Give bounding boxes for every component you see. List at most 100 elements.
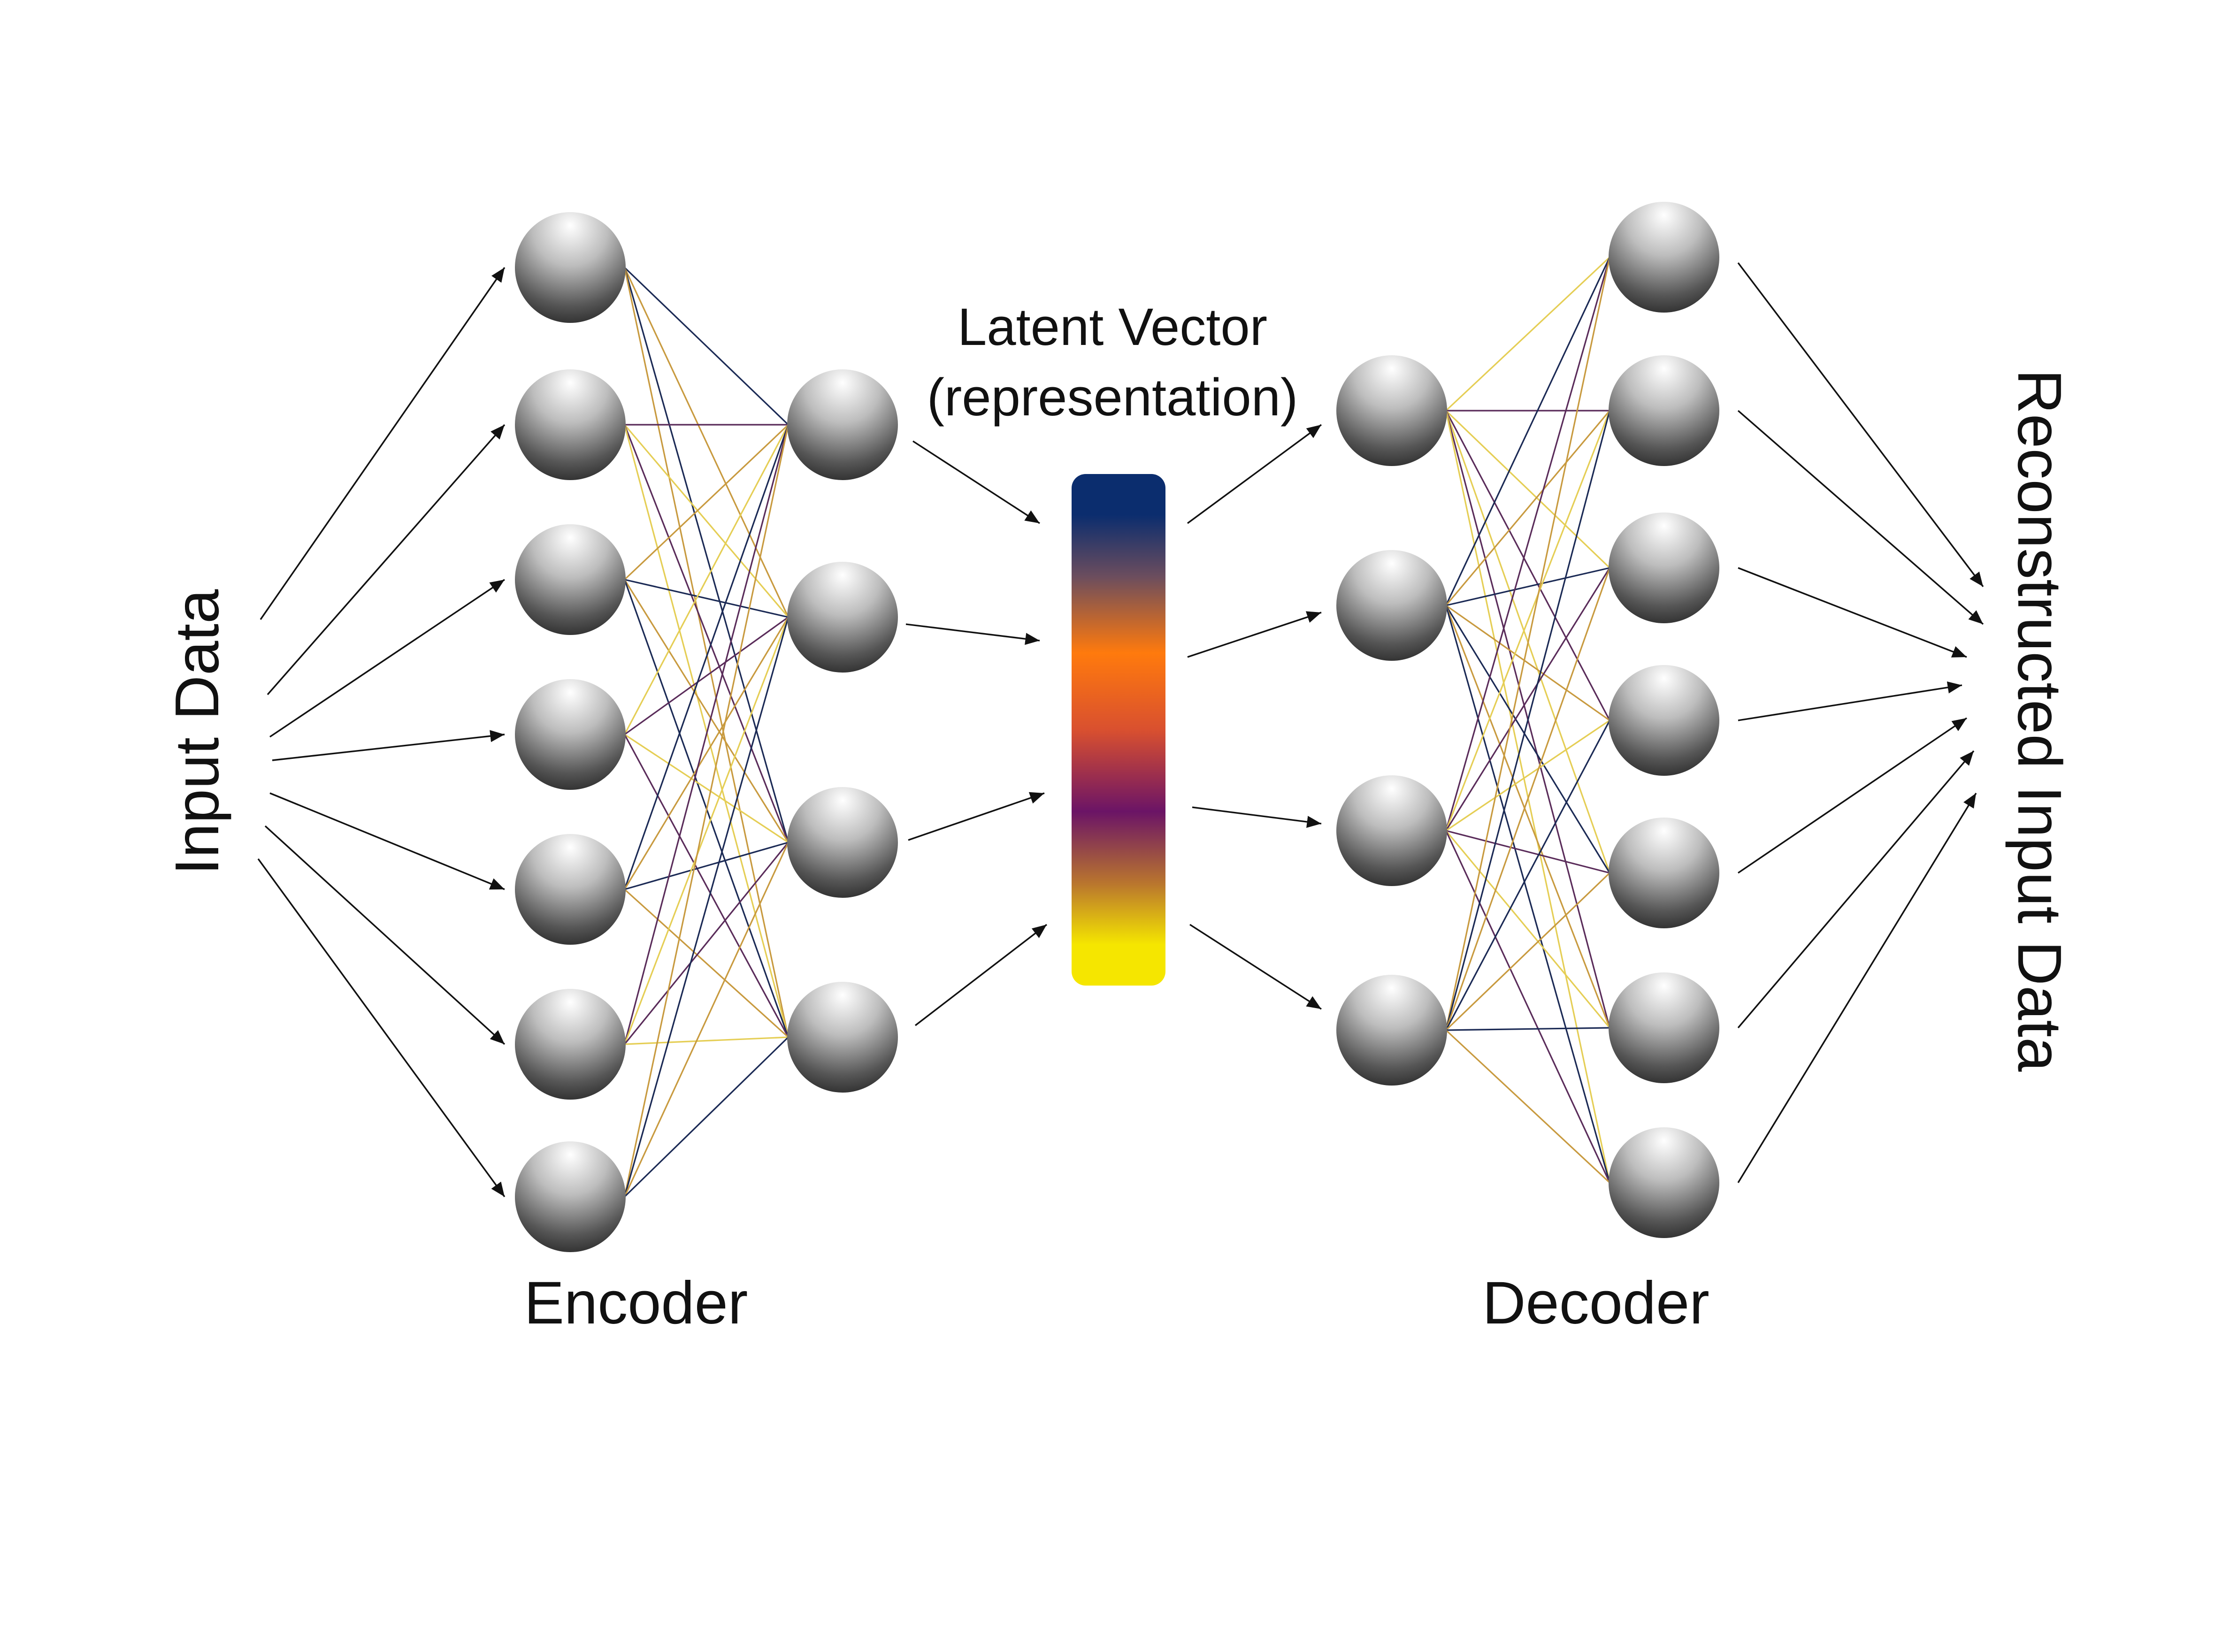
layer-connections bbox=[624, 256, 1610, 1198]
input-data-label: Input Data bbox=[162, 589, 231, 875]
connection-edge bbox=[1445, 720, 1610, 1031]
connection-edge bbox=[1445, 605, 1610, 1183]
output-arrow bbox=[1738, 717, 1967, 874]
connection-edge bbox=[624, 888, 789, 1038]
connection-edge bbox=[1445, 567, 1610, 1031]
connection-edge bbox=[624, 424, 789, 843]
input-arrow bbox=[260, 267, 506, 620]
connection-edge bbox=[624, 841, 789, 1045]
latent-output-arrow bbox=[1187, 424, 1322, 524]
connection-edge bbox=[624, 1036, 789, 1198]
connection-edge bbox=[1445, 410, 1610, 721]
connection-edge bbox=[1445, 605, 1610, 873]
encoder-hidden-node bbox=[787, 982, 898, 1093]
connection-edge bbox=[1446, 567, 1610, 606]
output-arrow bbox=[1738, 681, 1962, 721]
encoder-hidden-node bbox=[787, 369, 898, 480]
connection-edge bbox=[624, 841, 789, 890]
connection-edge bbox=[1445, 719, 1610, 832]
reconstructed-input-data-label: Reconstructed Input Data bbox=[2005, 369, 2074, 1072]
encoder-input-node bbox=[515, 1141, 626, 1252]
connection-edge bbox=[1445, 410, 1610, 569]
connection-edge bbox=[1445, 256, 1610, 412]
connection-edge bbox=[624, 579, 789, 843]
encoder-input-node bbox=[515, 834, 626, 945]
output-arrow bbox=[1737, 793, 1977, 1183]
decoder-hidden-node bbox=[1336, 550, 1447, 661]
latent-output-arrow bbox=[1192, 806, 1322, 828]
decoder-hidden-node bbox=[1336, 775, 1447, 886]
decoder-output-node bbox=[1609, 972, 1719, 1083]
connection-edge bbox=[624, 267, 789, 843]
connection-edge bbox=[1445, 410, 1610, 606]
connection-edge bbox=[1445, 605, 1610, 1028]
connection-edge bbox=[624, 267, 789, 426]
encoder-hidden-node bbox=[787, 562, 898, 673]
connection-edge bbox=[1445, 604, 1610, 721]
input-arrow bbox=[269, 792, 505, 890]
connection-edge bbox=[624, 617, 789, 1197]
output-arrow bbox=[1737, 750, 1975, 1029]
latent-input-arrow bbox=[905, 623, 1040, 645]
encoder-input-node bbox=[515, 679, 626, 790]
connection-edge bbox=[624, 617, 789, 890]
connection-edge bbox=[1445, 830, 1610, 1029]
decoder-hidden-node bbox=[1336, 975, 1447, 1086]
connection-edge bbox=[1445, 410, 1610, 1183]
connection-edge bbox=[1445, 567, 1610, 831]
latent-output-arrow bbox=[1187, 611, 1322, 658]
decoder-label: Decoder bbox=[1482, 1270, 1709, 1337]
output-arrow bbox=[1737, 410, 1984, 625]
input-arrow bbox=[264, 825, 506, 1045]
encoder-label: Encoder bbox=[524, 1270, 748, 1337]
output-arrow bbox=[1737, 262, 1984, 588]
latent-vector-title: Latent Vector bbox=[958, 298, 1267, 356]
connection-edge bbox=[624, 424, 789, 1197]
decoder-output-node bbox=[1609, 665, 1719, 776]
connection-edge bbox=[624, 734, 789, 1038]
connection-edge bbox=[1445, 257, 1610, 606]
connection-edge bbox=[1445, 410, 1610, 831]
connection-edge bbox=[1445, 872, 1610, 1031]
latent-input-arrow bbox=[908, 792, 1045, 841]
latent-input-arrow bbox=[912, 440, 1040, 524]
input-arrow bbox=[257, 858, 506, 1198]
latent-vector-bar bbox=[1072, 474, 1165, 986]
connection-edge bbox=[624, 424, 789, 1038]
connection-edge bbox=[624, 734, 789, 843]
input-arrow bbox=[269, 579, 505, 738]
decoder-output-node bbox=[1609, 355, 1719, 466]
network-nodes bbox=[515, 202, 1719, 1252]
latent-output-arrow bbox=[1189, 924, 1322, 1010]
connection-edge bbox=[1446, 1027, 1610, 1031]
connection-edge bbox=[1446, 830, 1610, 874]
decoder-hidden-node bbox=[1336, 355, 1447, 466]
connection-edge bbox=[624, 579, 789, 618]
connection-edge bbox=[624, 424, 789, 581]
decoder-output-node bbox=[1609, 512, 1719, 623]
connection-edge bbox=[1445, 410, 1610, 1031]
encoder-input-node bbox=[515, 212, 626, 323]
connection-edge bbox=[624, 616, 789, 735]
output-arrow bbox=[1738, 567, 1967, 658]
connection-edge bbox=[1445, 257, 1610, 831]
decoder-output-node bbox=[1609, 818, 1719, 928]
encoder-input-node bbox=[515, 369, 626, 480]
decoder-output-node bbox=[1609, 202, 1719, 313]
data-flow-arrows bbox=[257, 262, 1984, 1198]
latent-vector-subtitle: (representation) bbox=[927, 368, 1298, 427]
connection-edge bbox=[624, 424, 789, 1045]
connection-edge bbox=[624, 267, 789, 618]
input-arrow bbox=[272, 730, 505, 761]
connection-edge bbox=[1445, 830, 1610, 1183]
connection-edge bbox=[624, 267, 789, 1038]
connection-edge bbox=[624, 842, 789, 1197]
encoder-input-node bbox=[515, 989, 626, 1100]
connection-edge bbox=[624, 617, 789, 1045]
encoder-input-node bbox=[515, 524, 626, 635]
connection-edge bbox=[624, 1036, 789, 1045]
connection-edge bbox=[1445, 1029, 1610, 1184]
connection-edge bbox=[624, 424, 789, 735]
connection-edge bbox=[1445, 257, 1610, 1031]
